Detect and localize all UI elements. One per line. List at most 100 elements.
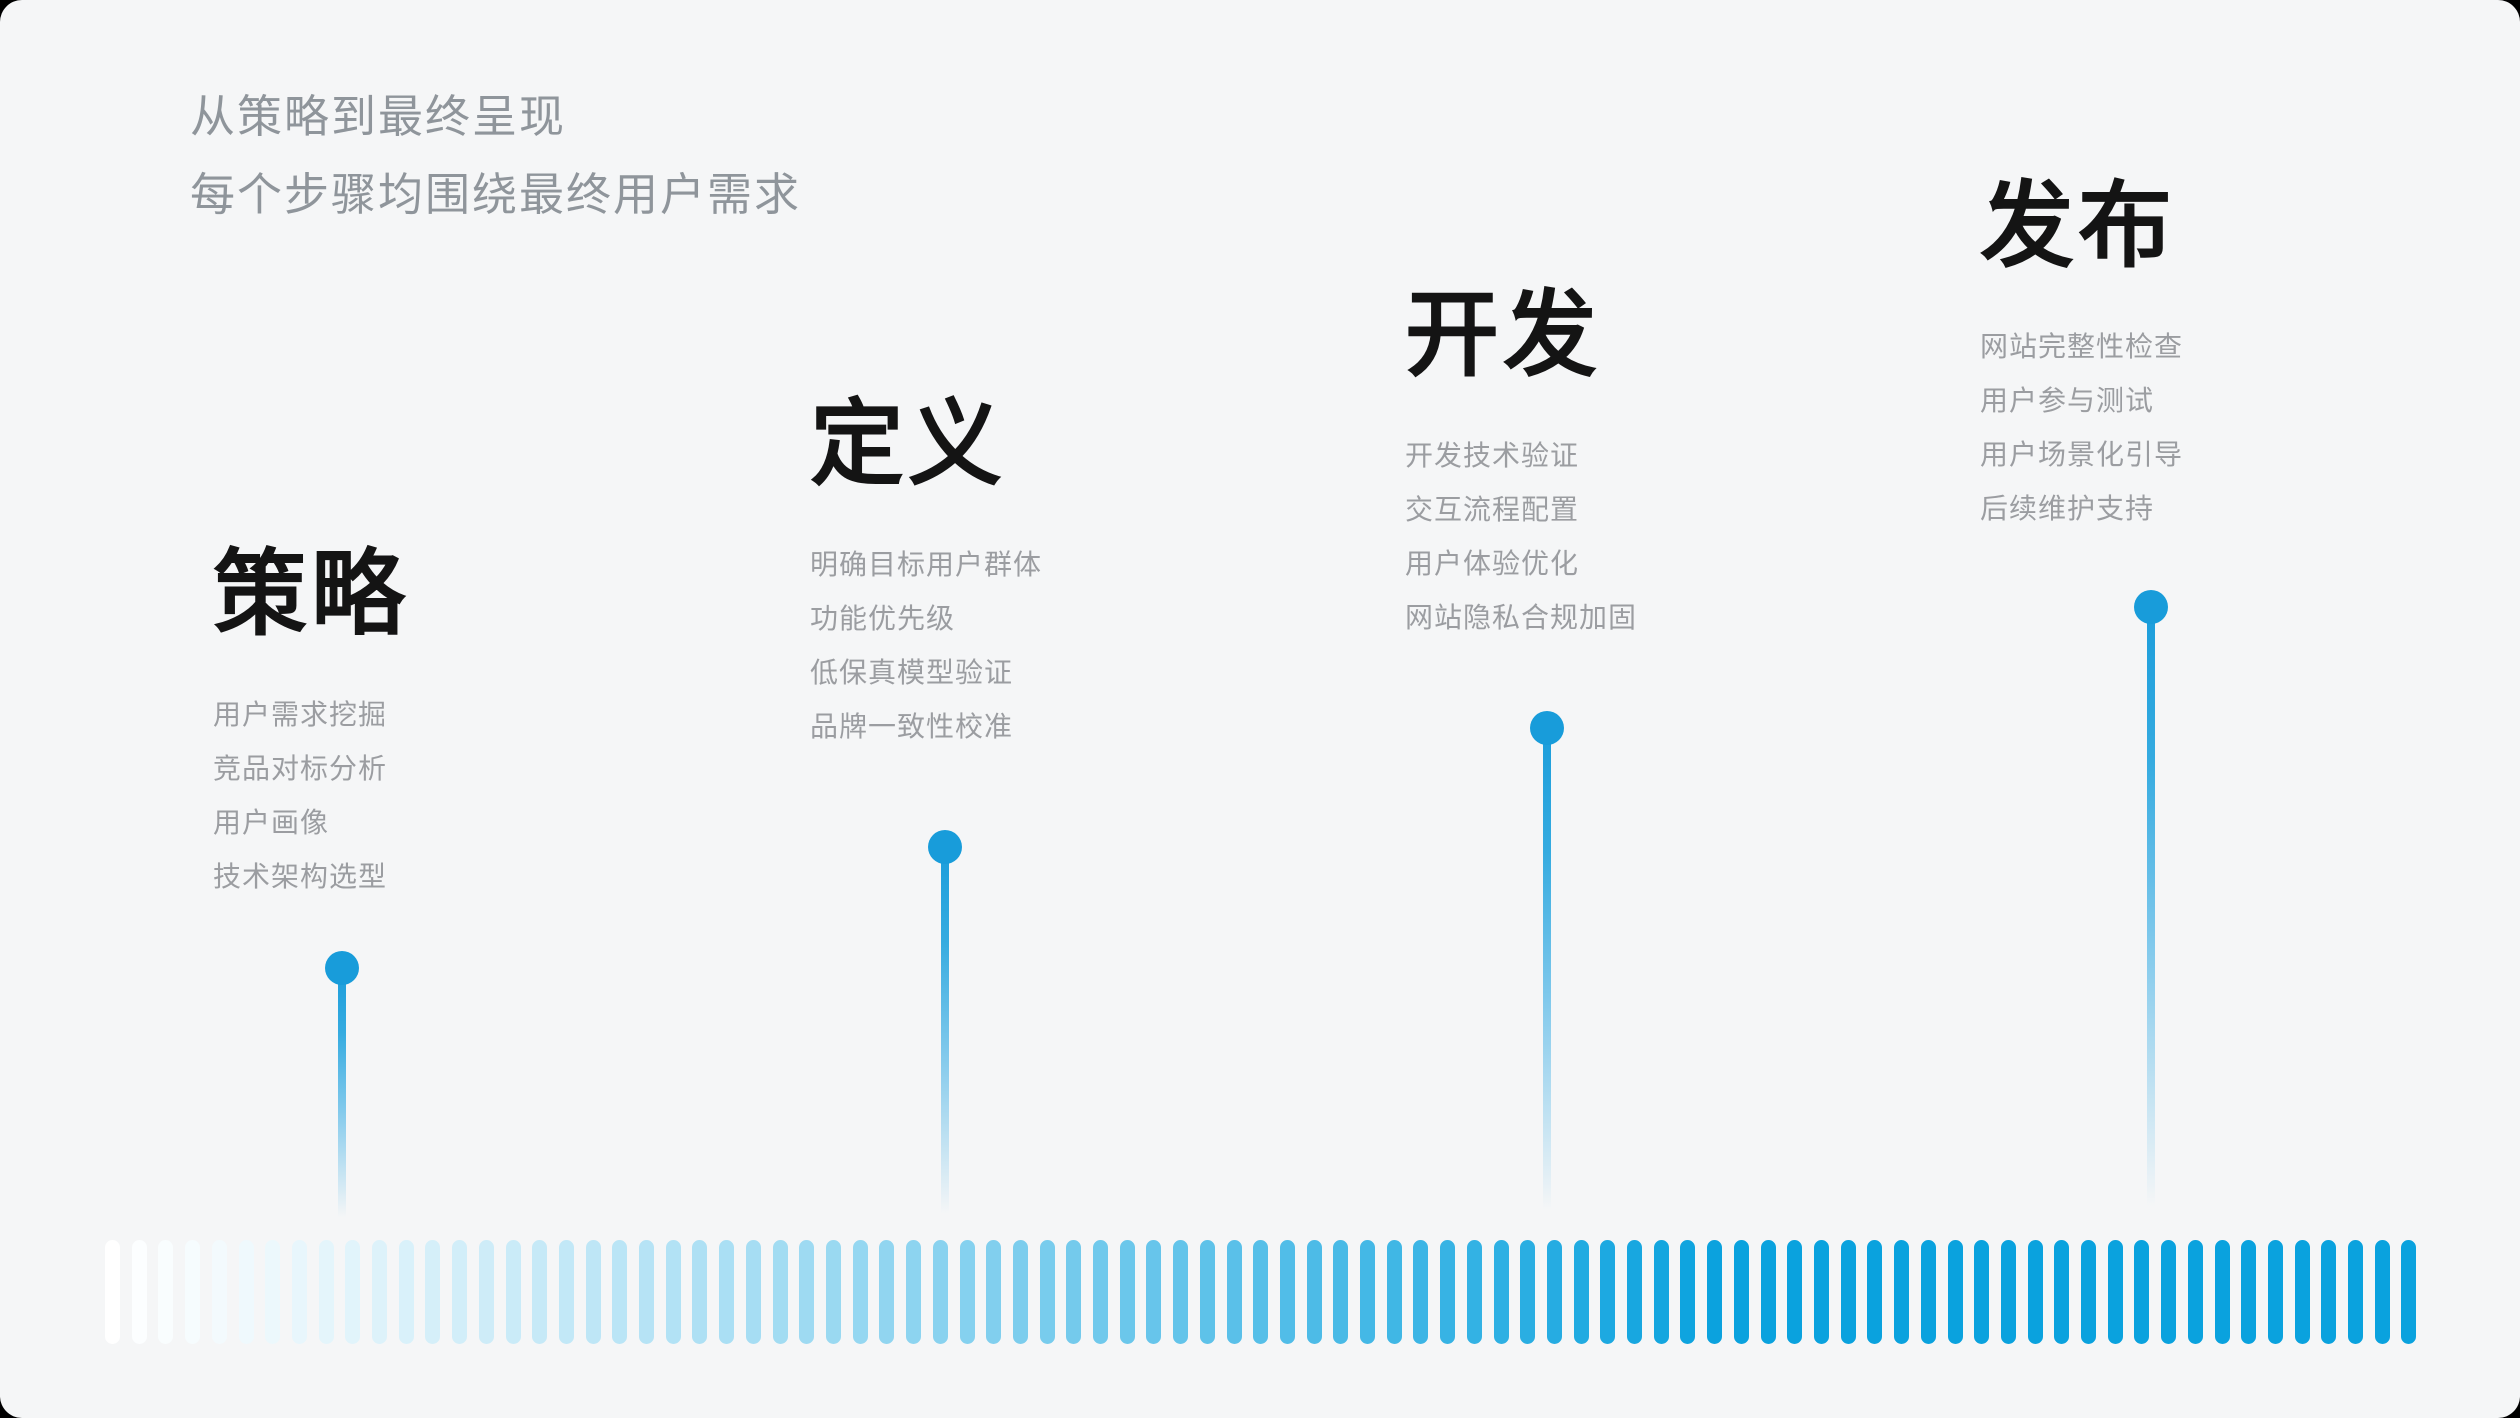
ticker-bar [1440, 1240, 1456, 1344]
ticker-bar [2187, 1240, 2203, 1344]
ticker-bar [105, 1240, 120, 1344]
ticker-bar [1039, 1240, 1055, 1344]
ticker-bar [505, 1240, 521, 1344]
ticker-bar [1733, 1240, 1749, 1344]
ticker-bar [2161, 1240, 2177, 1344]
ticker-bar [1413, 1240, 1429, 1344]
ticker-bar [1707, 1240, 1723, 1344]
ticker-bar [238, 1240, 254, 1344]
stage-title: 开发 [1405, 282, 1602, 387]
ticker-bar [1546, 1240, 1562, 1344]
timeline-dot [928, 830, 962, 864]
ticker-bar [558, 1240, 574, 1344]
ticker-bar [158, 1240, 174, 1344]
subtitle-line-2: 每个步骤均围绕最终用户需求 [190, 169, 802, 220]
ticker-bar [1386, 1240, 1402, 1344]
ticker-bar [1760, 1240, 1776, 1344]
ticker-bar [1066, 1240, 1082, 1344]
stage-item: 功能优先级 [810, 603, 956, 634]
ticker-bar [1573, 1240, 1589, 1344]
ticker-bar [1974, 1240, 1990, 1344]
timeline-stem [1543, 728, 1551, 1225]
stage-item: 竞品对标分析 [213, 753, 388, 784]
ticker-bar [2267, 1240, 2283, 1344]
stage-item: 后续维护支持 [1980, 493, 2155, 524]
timeline-stem [2147, 607, 2155, 1225]
ticker-bar [1119, 1240, 1135, 1344]
ticker-bar [1093, 1240, 1109, 1344]
stage-title: 发布 [1980, 173, 2177, 278]
ticker-bar [1146, 1240, 1162, 1344]
stage-item: 技术架构选型 [213, 861, 388, 892]
stage-item: 开发技术验证 [1405, 440, 1580, 471]
ticker-bar [345, 1240, 361, 1344]
ticker-bar [1520, 1240, 1536, 1344]
ticker-bar [1947, 1240, 1963, 1344]
ticker-bar [1012, 1240, 1028, 1344]
stage-define: 定义 明确目标用户群体 功能优先级 低保真模型验证 品牌一致性校准 [810, 396, 1042, 754]
stage-item: 网站隐私合规加固 [1405, 602, 1638, 633]
ticker-bar [2054, 1240, 2070, 1344]
stage-item: 低保真模型验证 [810, 657, 1014, 688]
ticker-bar [665, 1240, 681, 1344]
stage-launch: 发布 网站完整性检查 用户参与测试 用户场景化引导 后续维护支持 [1980, 178, 2183, 536]
ticker-bar [585, 1240, 601, 1344]
ticker-bar [959, 1240, 975, 1344]
stage-item-list: 开发技术验证 交互流程配置 用户体验优化 网站隐私合规加固 [1405, 429, 1637, 645]
ticker-bar [425, 1240, 441, 1344]
ticker-bar [1680, 1240, 1696, 1344]
subtitle-line-1: 从策略到最终呈现 [190, 91, 567, 142]
stage-item-list: 网站完整性检查 用户参与测试 用户场景化引导 后续维护支持 [1980, 320, 2183, 536]
timeline-dot [1530, 711, 1564, 745]
ticker-bar [799, 1240, 815, 1344]
stage-item: 明确目标用户群体 [810, 549, 1043, 580]
ticker-bar [2214, 1240, 2230, 1344]
stage-title: 策略 [213, 541, 410, 646]
ticker-bar [639, 1240, 655, 1344]
ticker-bar [2107, 1240, 2123, 1344]
ticker-bar [745, 1240, 761, 1344]
stage-strategy: 策略 用户需求挖掘 竞品对标分析 用户画像 技术架构选型 [213, 546, 409, 904]
ticker-bar [1867, 1240, 1883, 1344]
ticker-bar [932, 1240, 948, 1344]
ticker-bar [452, 1240, 468, 1344]
slide-subtitle: 从策略到最终呈现 每个步骤均围绕最终用户需求 [190, 78, 801, 234]
ticker-bar [265, 1240, 281, 1344]
timeline-stem [941, 847, 949, 1225]
ticker-bar [1360, 1240, 1376, 1344]
stage-item: 用户场景化引导 [1980, 439, 2184, 470]
ticker-bar [131, 1240, 147, 1344]
stage-title: 定义 [810, 391, 1007, 496]
ticker-bar [185, 1240, 201, 1344]
ticker-bar [1306, 1240, 1322, 1344]
stage-item-list: 明确目标用户群体 功能优先级 低保真模型验证 品牌一致性校准 [810, 538, 1042, 754]
stage-item: 品牌一致性校准 [810, 711, 1014, 742]
ticker-bar [1253, 1240, 1269, 1344]
ticker-bar [1894, 1240, 1910, 1344]
ticker-bar [1814, 1240, 1829, 1344]
ticker-bar [2081, 1240, 2097, 1344]
ticker-bar [2134, 1240, 2150, 1344]
ticker-bar [211, 1240, 227, 1344]
ticker-bar [1627, 1240, 1643, 1344]
ticker-bar [986, 1240, 1002, 1344]
ticker-bar [2348, 1240, 2364, 1344]
ticker-bar [1279, 1240, 1295, 1344]
ticker-bar [1173, 1240, 1189, 1344]
ticker-bar-strip [105, 1240, 2417, 1344]
ticker-bar [291, 1240, 307, 1344]
ticker-bar [772, 1240, 788, 1344]
stage-item: 用户体验优化 [1405, 548, 1580, 579]
ticker-bar [1787, 1240, 1803, 1344]
timeline-dot [325, 951, 359, 985]
stage-item: 网站完整性检查 [1980, 331, 2184, 362]
ticker-bar [1600, 1240, 1616, 1344]
ticker-bar [719, 1240, 735, 1344]
ticker-bar [2401, 1240, 2417, 1344]
stage-item-list: 用户需求挖掘 竞品对标分析 用户画像 技术架构选型 [213, 688, 409, 904]
ticker-bar [1199, 1240, 1215, 1344]
ticker-bar [879, 1240, 895, 1344]
timeline-stem [338, 968, 346, 1225]
ticker-bar [1653, 1240, 1669, 1344]
ticker-bar [372, 1240, 388, 1344]
